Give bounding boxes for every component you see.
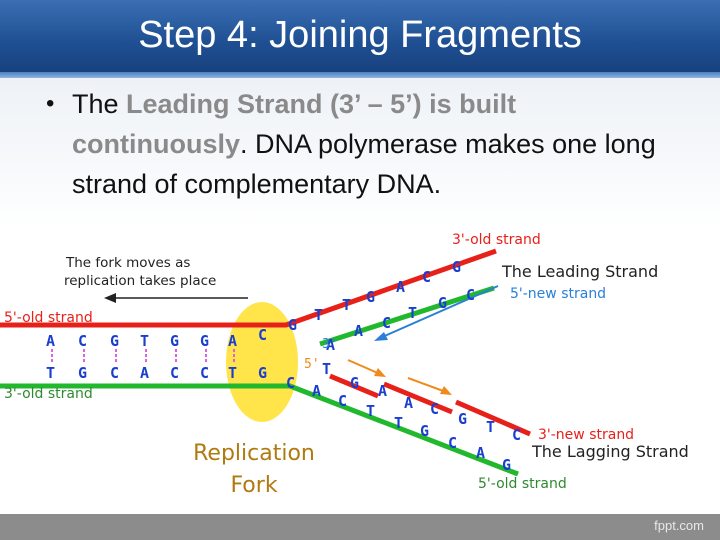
base-letter: T	[314, 306, 323, 324]
base-letter: T	[366, 402, 375, 420]
bullet-part-1: The	[72, 89, 126, 119]
base-letter: A	[396, 278, 405, 296]
base-letter: A	[354, 322, 363, 340]
base-letter: A	[378, 382, 387, 400]
strand-end-5-label: 5'	[304, 357, 320, 372]
dna-replication-diagram: A C G T G G A T G C A C C T C G	[0, 226, 720, 516]
base-letter: G	[366, 288, 375, 306]
base-letter: A	[46, 332, 55, 350]
bullet-marker: •	[46, 84, 54, 124]
base-letter: G	[110, 332, 119, 350]
base-letter: C	[448, 434, 457, 452]
base-letter: G	[438, 294, 447, 312]
fork-note-line-1: The fork moves as	[65, 255, 190, 271]
base-letter: C	[512, 426, 521, 444]
okazaki-arrow-1	[348, 360, 380, 374]
base-letter: T	[486, 418, 495, 436]
bullet-item: • The Leading Strand (3’ – 5’) is built …	[46, 84, 686, 204]
bottom-old-strand-label: 5'-old strand	[478, 476, 567, 492]
base-letter: T	[140, 332, 149, 350]
base-letter: A	[404, 394, 413, 412]
top-old-strand-label: 3'-old strand	[452, 232, 541, 248]
title-bar: Step 4: Joining Fragments	[0, 0, 720, 78]
base-letter: C	[170, 364, 179, 382]
base-letter: C	[338, 392, 347, 410]
fork-direction-arrowhead	[104, 293, 116, 303]
base-letter: C	[258, 326, 267, 344]
diagram-svg: A C G T G G A T G C A C C T C G	[0, 226, 720, 516]
base-letter: G	[170, 332, 179, 350]
left-top-bases: A C G T G G A	[46, 332, 237, 350]
lagging-strand-label: The Lagging Strand	[531, 442, 689, 461]
okazaki-arrowhead-1	[374, 368, 386, 377]
leading-strand-label: The Leading Strand	[501, 262, 658, 281]
base-letter: T	[342, 296, 351, 314]
base-letter: C	[200, 364, 209, 382]
base-letter: C	[466, 286, 475, 304]
base-letter: C	[430, 400, 439, 418]
replication-fork-label-line-1: Replication	[193, 441, 315, 466]
lagging-fragment-2	[384, 384, 452, 412]
new-strand-3-label: 3'-new strand	[538, 427, 634, 443]
base-letter: G	[452, 258, 461, 276]
base-letter: C	[78, 332, 87, 350]
left-bottom-strand-label: 3'-old strand	[4, 386, 93, 402]
base-letter: T	[408, 304, 417, 322]
base-letter: G	[420, 422, 429, 440]
slide-title: Step 4: Joining Fragments	[0, 14, 720, 57]
okazaki-arrowhead-2	[440, 386, 452, 395]
base-letter: G	[258, 364, 267, 382]
base-letter: T	[394, 414, 403, 432]
base-letter: T	[228, 364, 237, 382]
base-letter: T	[46, 364, 55, 382]
upper-arm-old-bases: G T T G A C G	[288, 258, 461, 334]
base-letter: C	[110, 364, 119, 382]
base-letter: A	[476, 444, 485, 462]
base-letter: T	[322, 360, 331, 378]
left-top-strand-label: 5'-old strand	[4, 310, 93, 326]
replication-fork-label-line-2: Fork	[230, 473, 277, 498]
left-base-rungs	[52, 349, 234, 363]
leading-direction-arrowhead	[374, 332, 388, 341]
footer-bar: fppt.com	[0, 514, 720, 540]
bullet-text: The Leading Strand (3’ – 5’) is built co…	[72, 84, 686, 204]
footer-brand-text: fppt.com	[654, 518, 704, 533]
base-letter: G	[288, 316, 297, 334]
base-letter: G	[502, 456, 511, 474]
base-letter: C	[286, 374, 295, 392]
base-letter: G	[78, 364, 87, 382]
base-letter: G	[350, 374, 359, 392]
left-bottom-bases: T G C A C C T	[46, 364, 237, 382]
base-letter: A	[312, 382, 321, 400]
fork-note-line-2: replication takes place	[64, 273, 216, 289]
base-letter: C	[422, 268, 431, 286]
base-letter: A	[140, 364, 149, 382]
okazaki-arrow-2	[408, 378, 446, 392]
base-letter: A	[228, 332, 237, 350]
base-letter: G	[200, 332, 209, 350]
strand-end-3-label: 3'	[322, 337, 338, 352]
base-letter: C	[382, 314, 391, 332]
base-letter: G	[458, 410, 467, 428]
new-strand-5-label: 5'-new strand	[510, 286, 606, 302]
